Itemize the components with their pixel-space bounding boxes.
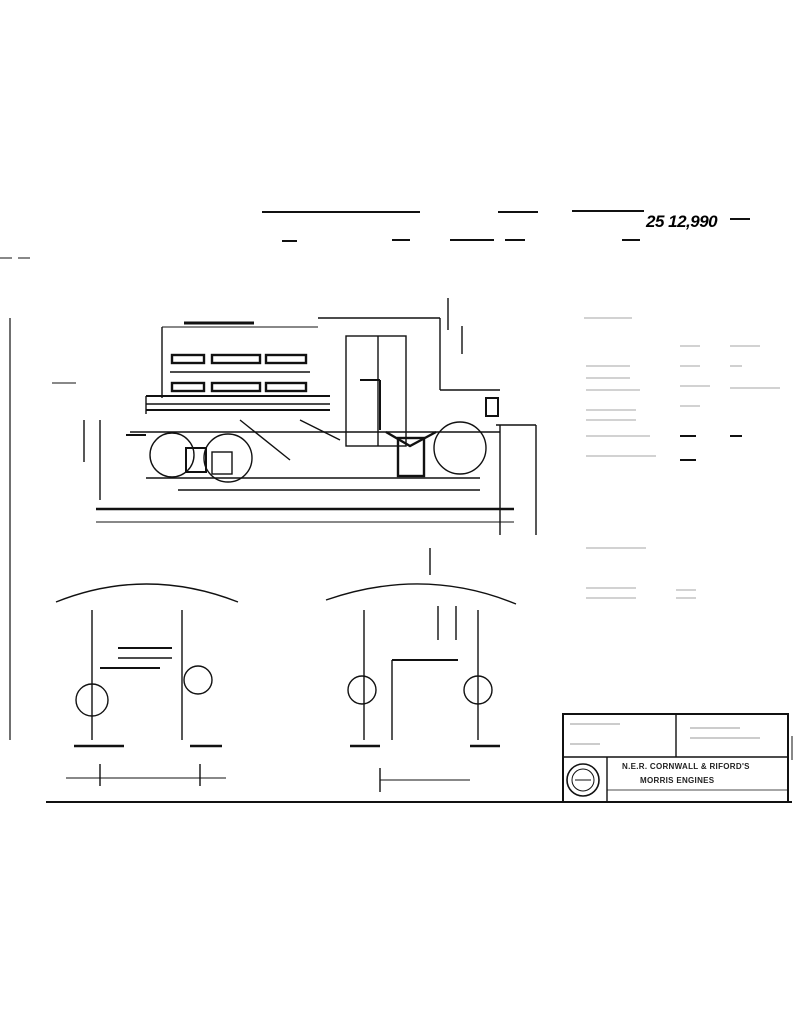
drawing-number: 25 12,990 [646,212,718,231]
front-end-view [55,583,239,786]
title-block-frame [562,713,793,803]
rear-end-view [325,548,517,792]
title-block-company-line-1: N.E.R. CORNWALL & RIFORD'S [622,762,750,771]
side-elevation-view [83,298,537,535]
seal-logo [566,763,600,797]
header-rules [0,210,750,259]
title-block-company-line-2: MORRIS ENGINES [640,776,715,785]
specification-table [584,317,780,599]
